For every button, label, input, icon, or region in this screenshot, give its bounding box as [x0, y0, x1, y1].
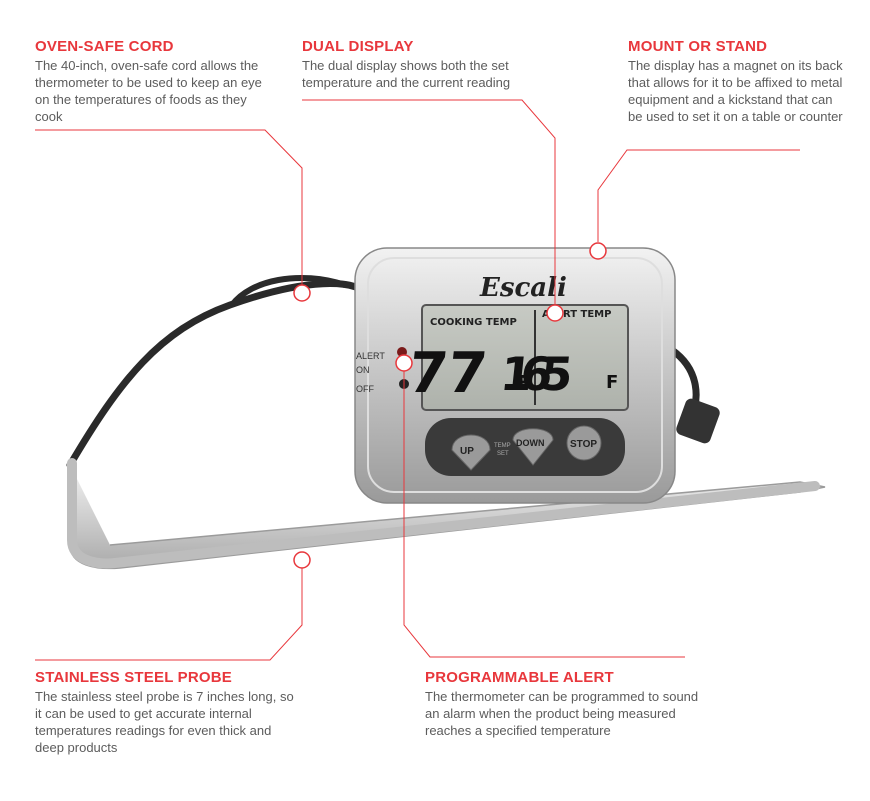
stop-button[interactable]: STOP	[566, 425, 602, 461]
marker-display	[546, 304, 564, 322]
leader-oven-safe-cord	[35, 129, 303, 285]
switch-on-label: ON	[356, 365, 370, 375]
leader-mount	[597, 149, 800, 242]
lcd-left-label: COOKING TEMP	[430, 317, 517, 328]
temp-set-label: TEMP	[494, 443, 511, 449]
device-bezel	[367, 257, 663, 493]
callout-title: PROGRAMMABLE ALERT	[425, 669, 614, 686]
svg-text:DOWN: DOWN	[516, 438, 545, 448]
svg-text:STOP: STOP	[570, 439, 597, 450]
callout-title: STAINLESS STEEL PROBE	[35, 669, 233, 686]
callout-title: DUAL DISPLAY	[302, 38, 414, 55]
switch-off-label: OFF	[356, 384, 374, 394]
callout-text: The stainless steel probe is 7 inches lo…	[35, 689, 294, 755]
callout-text: The display has a magnet on its back tha…	[628, 58, 843, 124]
callout-stainless-steel-probe: STAINLESS STEEL PROBE The stainless stee…	[35, 669, 295, 756]
cord-plug	[676, 398, 720, 444]
switch-alert-label: ALERT	[356, 351, 385, 361]
marker-mount	[589, 242, 607, 260]
marker-cord	[293, 284, 311, 302]
marker-alert	[395, 354, 413, 372]
lcd-right-label: ALERT TEMP	[542, 309, 611, 320]
callout-mount-or-stand: MOUNT OR STAND The display has a magnet …	[628, 38, 843, 125]
callout-title: MOUNT OR STAND	[628, 38, 768, 55]
temp-set-label-2: SET	[497, 451, 509, 457]
leader-probe	[35, 568, 303, 661]
lcd-cooking-temp: 77	[405, 341, 490, 406]
leader-dual-display	[302, 99, 556, 305]
leader-alert	[403, 370, 685, 658]
brand-logo: Escali	[479, 273, 567, 303]
probe-bar	[67, 458, 820, 569]
marker-probe	[293, 551, 311, 569]
callout-title: OVEN-SAFE CORD	[35, 38, 174, 55]
cord-loop	[229, 274, 346, 307]
cord	[66, 280, 376, 469]
leader-markers	[293, 242, 607, 569]
lcd-cooking-unit: F	[517, 371, 531, 395]
callout-programmable-alert: PROGRAMMABLE ALERT The thermometer can b…	[425, 669, 715, 739]
callout-text: The 40-inch, oven-safe cord allows the t…	[35, 58, 262, 124]
callout-text: The dual display shows both the set temp…	[302, 58, 511, 90]
svg-text:UP: UP	[460, 446, 474, 457]
down-button[interactable]: DOWN	[512, 428, 554, 466]
callout-text: The thermometer can be programmed to sou…	[425, 689, 699, 738]
callout-oven-safe-cord: OVEN-SAFE CORD The 40-inch, oven-safe co…	[35, 38, 275, 125]
lcd-alert-temp: 165	[498, 347, 576, 401]
leader-lines	[35, 99, 800, 661]
callout-dual-display: DUAL DISPLAY The dual display shows both…	[302, 38, 542, 91]
up-button[interactable]: UP	[451, 434, 491, 471]
lcd-alert-unit: F	[606, 372, 618, 393]
lcd-screen	[421, 304, 629, 411]
